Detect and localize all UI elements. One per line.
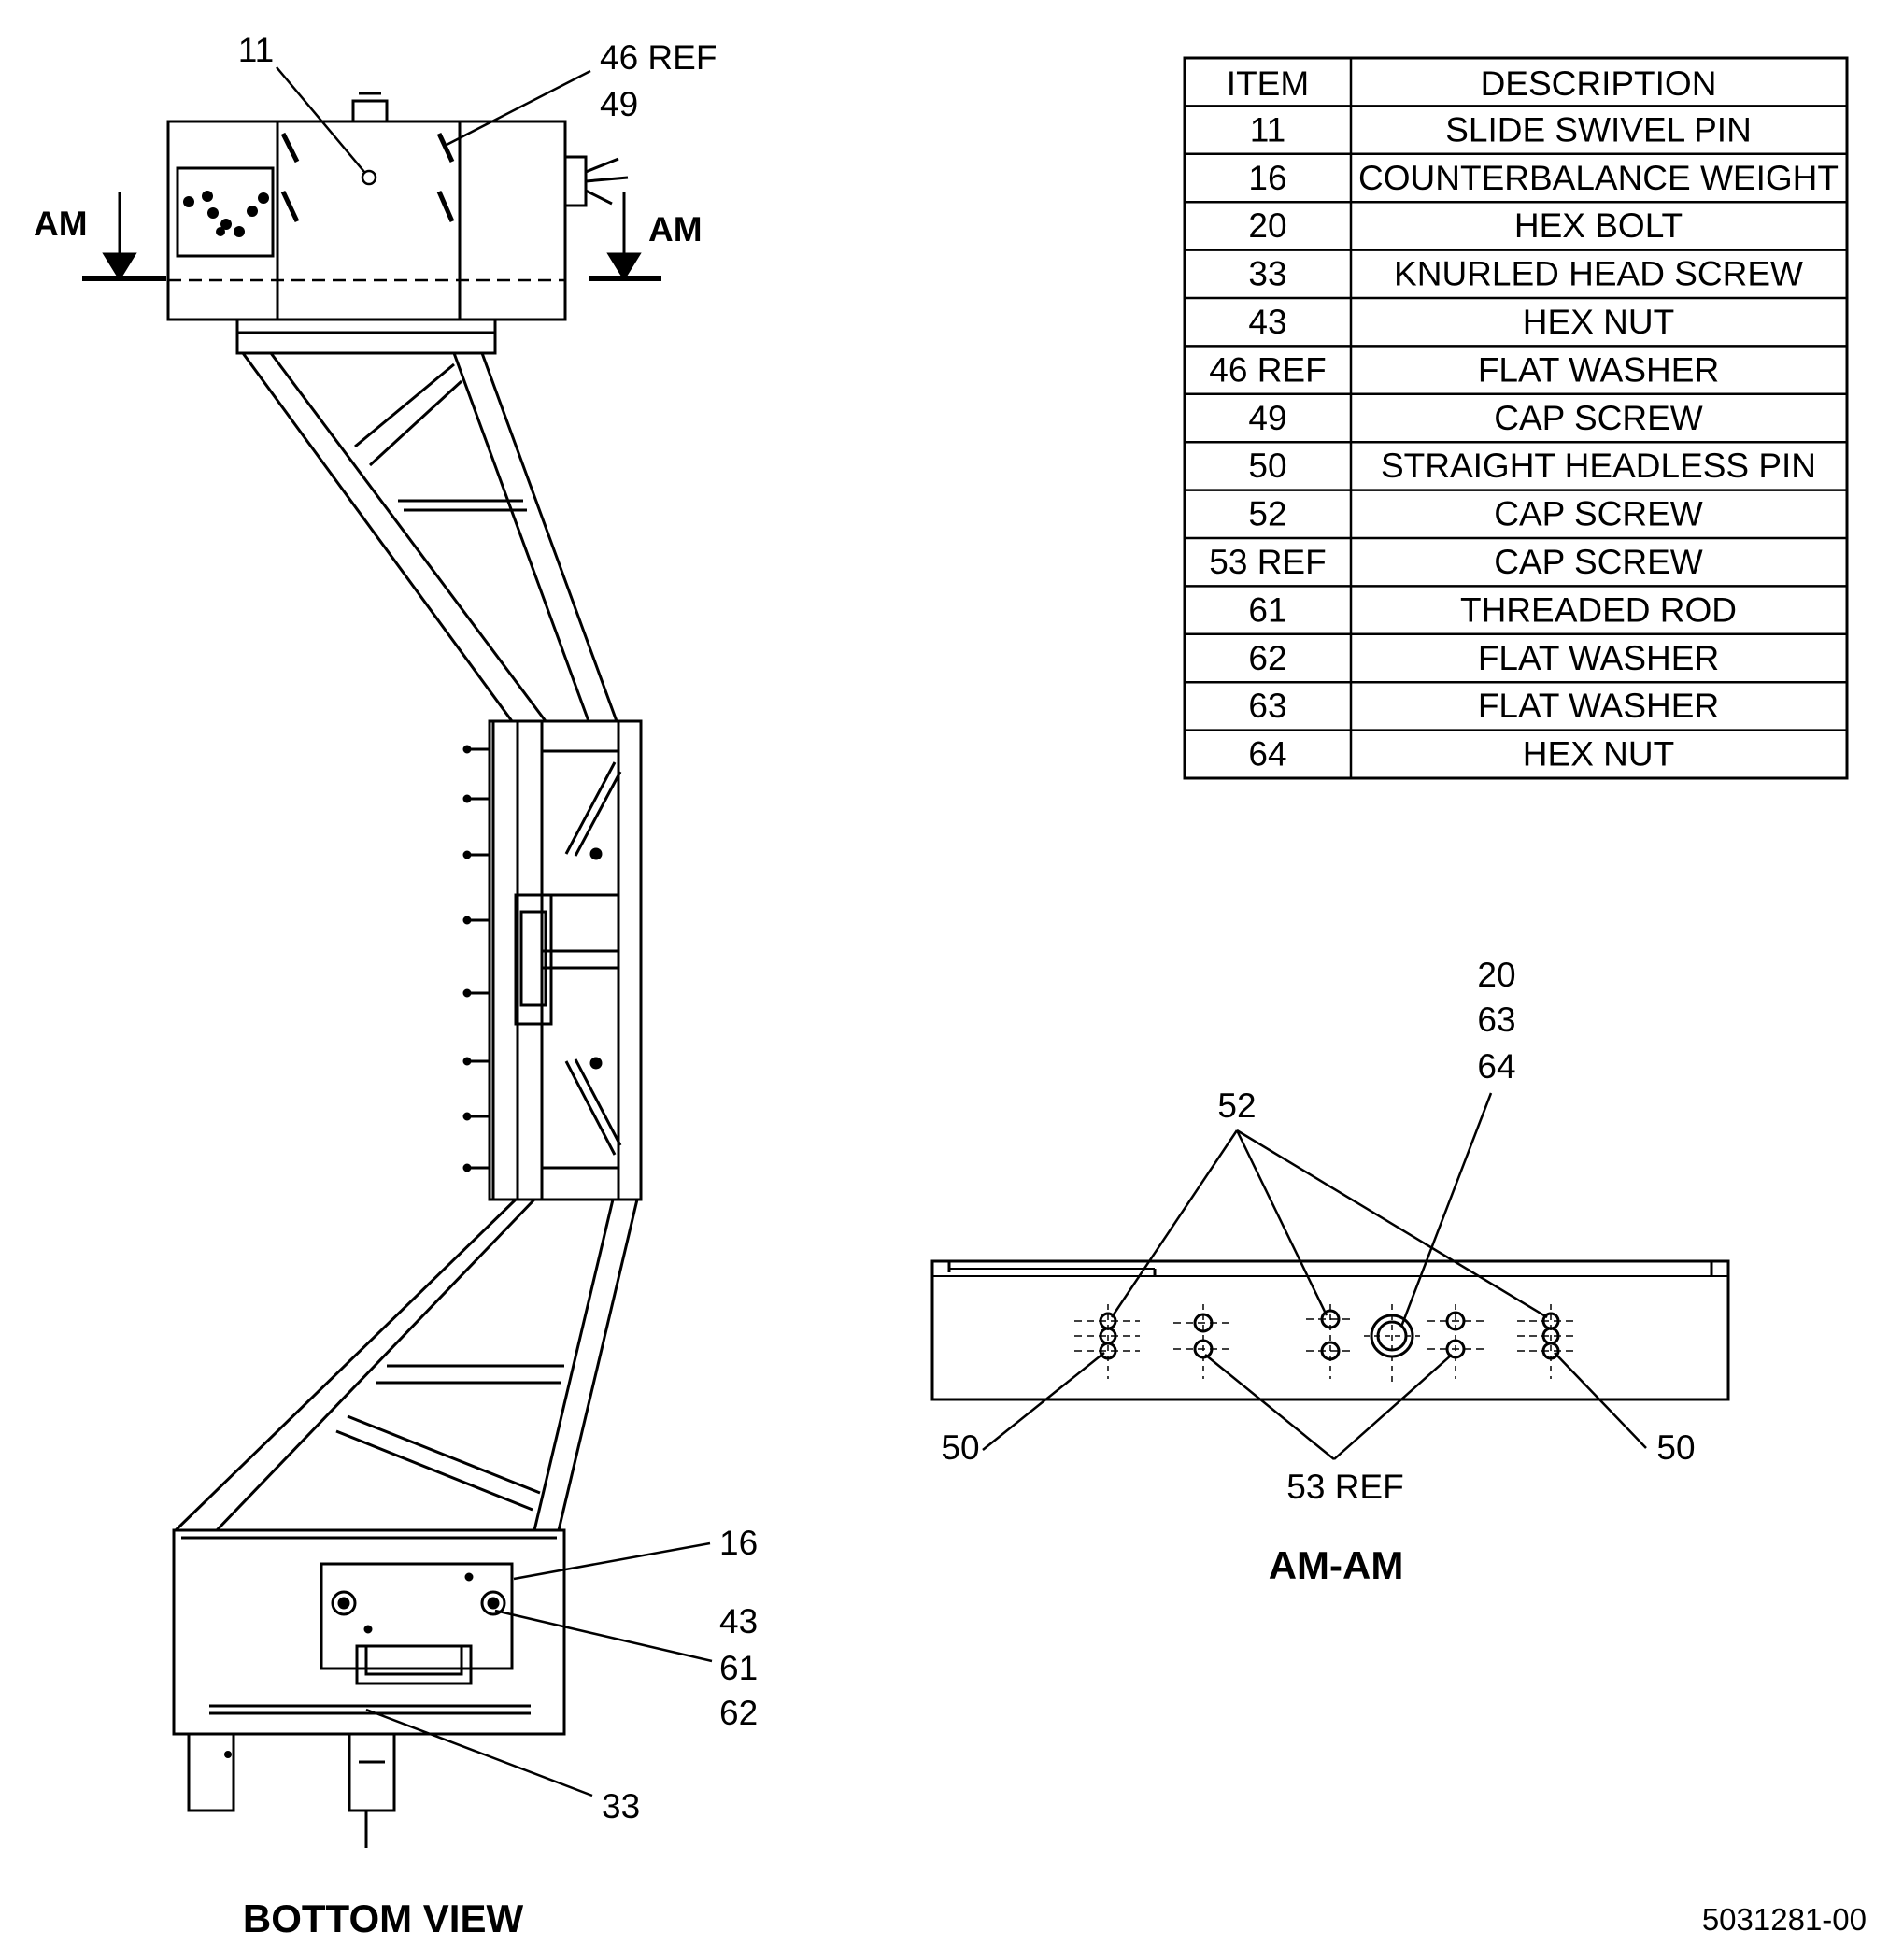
section-title: AM-AM — [1269, 1543, 1404, 1587]
table-cell-item: 64 — [1248, 735, 1286, 774]
pin-holes-right — [1517, 1304, 1575, 1379]
bottom-view — [82, 92, 661, 1848]
table-cell-description: FLAT WASHER — [1478, 687, 1719, 725]
callout-50-left: 50 — [941, 1428, 979, 1467]
callout-50-right: 50 — [1656, 1428, 1695, 1467]
callout-11: 11 — [238, 31, 274, 69]
callout-53-ref: 53 REF — [1286, 1468, 1403, 1506]
table-cell-item: 33 — [1248, 255, 1286, 293]
table-cell-item: 16 — [1248, 159, 1286, 197]
table-cell-item: 11 — [1250, 110, 1285, 149]
table-cell-item: 61 — [1248, 590, 1286, 629]
access-panel — [176, 166, 275, 258]
bottom-view-title: BOTTOM VIEW — [243, 1896, 524, 1940]
cap-screw-holes-c — [1427, 1304, 1485, 1379]
callout-63: 63 — [1477, 1001, 1515, 1039]
carriage-pins — [462, 745, 490, 1172]
section-am-am — [930, 1259, 1730, 1401]
cap-screw-holes-a — [1173, 1304, 1233, 1379]
table-cell-item: 50 — [1248, 447, 1286, 485]
hex-bolt-hole — [1364, 1304, 1420, 1385]
table-cell-item: 49 — [1248, 399, 1286, 437]
counterbalance-weight — [320, 1562, 514, 1670]
callout-16: 16 — [719, 1524, 758, 1562]
callout-52: 52 — [1217, 1087, 1256, 1125]
callout-43: 43 — [719, 1602, 758, 1640]
hand-crank — [563, 155, 588, 207]
table-cell-item: 20 — [1248, 206, 1286, 245]
table-cell-item: 43 — [1248, 303, 1286, 341]
table-cell-description: KNURLED HEAD SCREW — [1394, 255, 1803, 293]
carriage-handle — [514, 893, 553, 1026]
table-cell-description: HEX BOLT — [1514, 206, 1683, 245]
table-cell-description: THREADED ROD — [1460, 590, 1737, 629]
table-cell-description: SLIDE SWIVEL PIN — [1445, 110, 1752, 149]
cap-screw-holes-b — [1306, 1304, 1353, 1379]
callout-62: 62 — [719, 1694, 758, 1732]
callout-33: 33 — [602, 1787, 640, 1825]
table-cell-description: FLAT WASHER — [1478, 350, 1719, 389]
table-cell-item: 53 REF — [1209, 543, 1326, 581]
drawing-number: 5031281-00 — [1702, 1902, 1867, 1937]
table-cell-description: HEX NUT — [1523, 303, 1674, 341]
table-cell-description: FLAT WASHER — [1478, 639, 1719, 677]
table-cell-item: 62 — [1248, 639, 1286, 677]
section-marker-right: AM — [648, 210, 703, 249]
callout-49: 49 — [600, 85, 638, 123]
bottom-view-leaders — [276, 66, 713, 1797]
slide-swivel-pin — [361, 169, 377, 186]
callout-64: 64 — [1477, 1047, 1515, 1086]
table-header-item: ITEM — [1227, 64, 1309, 103]
table-cell-description: STRAIGHT HEADLESS PIN — [1381, 447, 1816, 485]
section-marker-left: AM — [34, 205, 88, 243]
pin-holes-left — [1074, 1304, 1140, 1379]
slot-bracket — [280, 132, 455, 223]
section-body — [930, 1259, 1730, 1401]
table-cell-item: 63 — [1248, 687, 1286, 725]
table-cell-description: HEX NUT — [1523, 735, 1674, 774]
table-cell-description: CAP SCREW — [1494, 495, 1702, 533]
callout-20: 20 — [1477, 956, 1515, 994]
carriage-frame — [488, 719, 643, 1201]
table-cell-description: CAP SCREW — [1494, 399, 1702, 437]
section-leaders — [982, 1092, 1647, 1460]
table-cell-description: CAP SCREW — [1494, 543, 1702, 581]
parts-table: 11 SLIDE SWIVEL PIN 16 COUNTERBALANCE WEIGH… — [1183, 56, 1849, 780]
table-cell-item: 46 REF — [1209, 350, 1326, 389]
table-cell-item: 52 — [1248, 495, 1286, 533]
callout-61: 61 — [719, 1649, 758, 1687]
callout-46-ref: 46 REF — [600, 38, 717, 77]
knurled-head-screw — [348, 1732, 396, 1812]
table-cell-description: COUNTERBALANCE WEIGHT — [1358, 159, 1839, 197]
table-header-description: DESCRIPTION — [1481, 64, 1717, 103]
